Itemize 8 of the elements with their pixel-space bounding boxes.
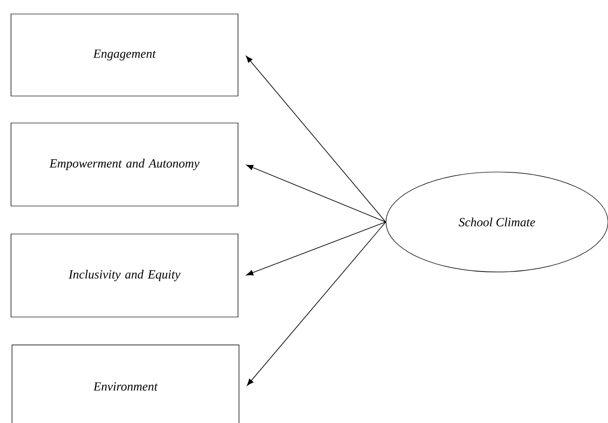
factor-box: Engagement — [10, 14, 238, 96]
arrow — [246, 222, 386, 276]
arrow — [246, 222, 386, 386]
arrow — [246, 56, 386, 222]
factor-box: Empowerment and Autonomy — [10, 122, 238, 206]
factor-box: Inclusivity and Equity — [10, 234, 238, 318]
factor-box: Environment — [12, 344, 240, 423]
arrow — [246, 164, 386, 222]
